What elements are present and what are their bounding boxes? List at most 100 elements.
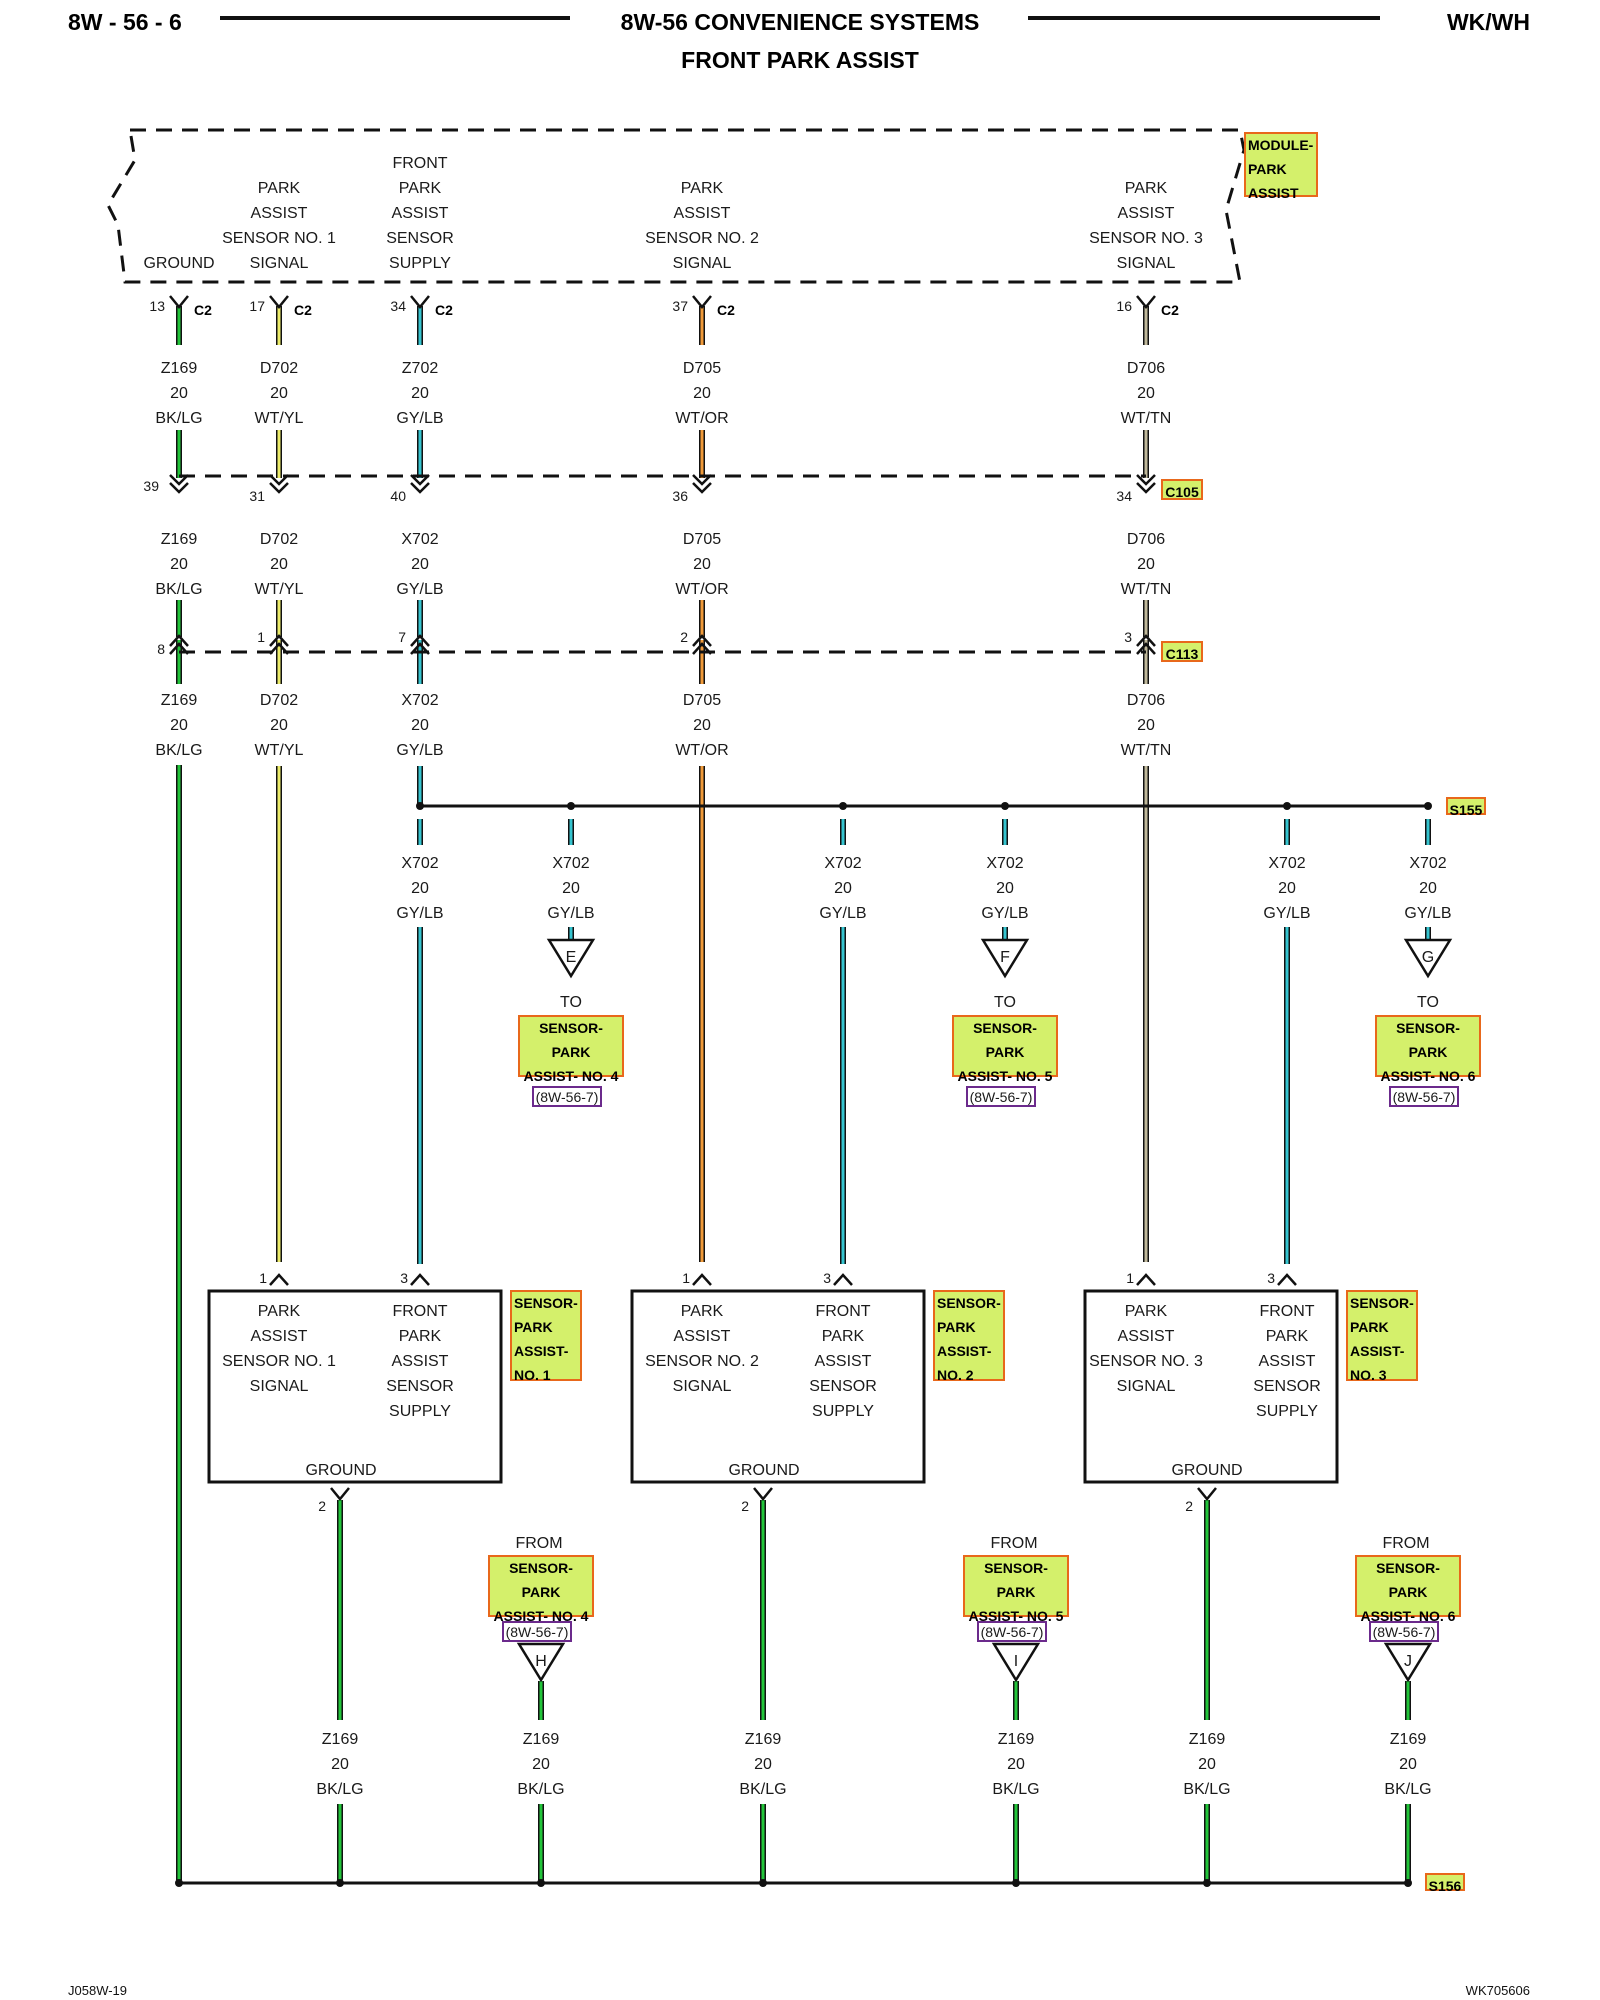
offpage-from-prefix: FROM — [515, 1535, 562, 1552]
sensor-supply-label: SENSOR — [386, 1378, 454, 1395]
splice-s156-dot — [1012, 1879, 1020, 1887]
sensor-supply-pin-number: 3 — [1267, 1270, 1275, 1286]
sensor-box — [207, 1289, 503, 1484]
c113-pin-number: 1 — [257, 629, 265, 645]
module-function-label: SENSOR NO. 2 — [645, 230, 759, 247]
sensor-box — [1083, 1289, 1339, 1484]
offpage-from-ref[interactable] — [977, 1621, 1047, 1642]
offpage-to-arrow-letter: E — [566, 949, 577, 966]
seg3-wire-label-circuit: D705 — [683, 692, 721, 709]
module-function-label: FRONT — [392, 155, 447, 172]
module-outline — [106, 128, 1246, 284]
sensor-name-tag-text: ASSIST- — [1350, 1343, 1405, 1359]
sensor-signal-label: SIGNAL — [1117, 1378, 1176, 1395]
splice-s155-dot — [416, 802, 424, 810]
sensor-signal-label: SENSOR NO. 3 — [1089, 1353, 1203, 1370]
c2-pin-fork — [692, 295, 712, 309]
sensor-supply-label: PARK — [822, 1328, 865, 1345]
offpage-to-arrow[interactable] — [1403, 938, 1453, 979]
splice-s156-dot — [759, 1879, 767, 1887]
offpage-to-prefix: TO — [560, 994, 582, 1011]
seg1-wire-label-color: WT/OR — [675, 410, 728, 427]
offpage-to-target — [518, 1015, 624, 1077]
supply-branch-label-circuit: X702 — [986, 855, 1023, 872]
sensor-signal-pin-number: 1 — [259, 1270, 267, 1286]
splice-s155-dot — [1424, 802, 1432, 810]
c113-pin-number: 3 — [1124, 629, 1132, 645]
c2-pin-number: 17 — [249, 298, 265, 314]
ground-branch-label-color: BK/LG — [517, 1781, 564, 1798]
c2-pin-fork — [169, 295, 189, 309]
splice-s156-dot — [537, 1879, 545, 1887]
c105-pin-number: 40 — [390, 488, 406, 504]
offpage-from-ref[interactable] — [1369, 1621, 1439, 1642]
offpage-from-target-text: SENSOR- — [1376, 1560, 1440, 1576]
c2-connector-label: C2 — [717, 302, 735, 318]
c2-connector-label: C2 — [194, 302, 212, 318]
supply-branch-label-color: GY/LB — [1263, 905, 1310, 922]
offpage-from-arrow[interactable] — [1383, 1642, 1433, 1683]
seg3-wire-label-circuit: Z169 — [161, 692, 198, 709]
sensor-supply-label: SUPPLY — [1256, 1403, 1318, 1420]
sensor-ground-label: GROUND — [305, 1462, 376, 1479]
ground-branch-label-circuit: Z169 — [745, 1731, 782, 1748]
offpage-to-ref[interactable] — [966, 1086, 1036, 1107]
offpage-from-target — [488, 1555, 594, 1617]
module-function-label: PARK — [681, 180, 724, 197]
offpage-from-ref[interactable] — [502, 1621, 572, 1642]
ground-branch-label-circuit: Z169 — [1189, 1731, 1226, 1748]
sensor-name-tag — [510, 1290, 582, 1381]
offpage-to-arrow[interactable] — [980, 938, 1030, 979]
footer-left-code: J058W-19 — [68, 1983, 127, 1998]
seg2-wire-label-color: WT/OR — [675, 581, 728, 598]
module-name-tag-text: MODULE- — [1248, 137, 1314, 153]
seg1-wire-label-gauge: 20 — [270, 385, 288, 402]
ground-branch-label-circuit: Z169 — [322, 1731, 359, 1748]
c105-tag — [1161, 479, 1203, 500]
module-function-label: SIGNAL — [673, 255, 732, 272]
sensor-supply-pin — [410, 1273, 430, 1286]
seg1-wire-label-circuit: D702 — [260, 360, 298, 377]
splice-s155-dot — [567, 802, 575, 810]
seg2-wire-label-gauge: 20 — [170, 556, 188, 573]
sensor-supply-label: ASSIST — [1259, 1353, 1316, 1370]
c105-chevron — [410, 474, 430, 494]
seg2-wire-label-circuit: D705 — [683, 531, 721, 548]
c2-pin-fork — [1136, 295, 1156, 309]
offpage-from-arrow-letter: I — [1014, 1653, 1018, 1670]
seg1-wire-label-circuit: Z702 — [402, 360, 439, 377]
supply-branch-label-circuit: X702 — [401, 855, 438, 872]
page-subtitle: FRONT PARK ASSIST — [681, 47, 919, 73]
sensor-supply-pin — [833, 1273, 853, 1286]
footer-right-code: WK705606 — [1466, 1983, 1530, 1998]
c113-caret — [410, 634, 430, 655]
offpage-to-ref[interactable] — [1389, 1086, 1459, 1107]
offpage-to-arrow-letter: F — [1000, 949, 1010, 966]
sensor-supply-label: PARK — [1266, 1328, 1309, 1345]
sensor-signal-pin — [692, 1273, 712, 1286]
seg3-wire-label-color: WT/YL — [255, 742, 304, 759]
offpage-to-target-text: SENSOR- — [1396, 1020, 1460, 1036]
sensor-signal-pin — [269, 1273, 289, 1286]
s156-tag-text: S156 — [1429, 1878, 1462, 1894]
sensor-signal-pin-number: 1 — [682, 1270, 690, 1286]
supply-branch-label-circuit: X702 — [824, 855, 861, 872]
c105-tag-text: C105 — [1165, 484, 1199, 500]
offpage-from-arrow[interactable] — [516, 1642, 566, 1683]
c105-pin-number: 39 — [143, 478, 159, 494]
sensor-supply-label: FRONT — [1259, 1303, 1314, 1320]
ground-branch-label-circuit: Z169 — [998, 1731, 1035, 1748]
ground-branch-label-color: BK/LG — [739, 1781, 786, 1798]
sensor-signal-label: ASSIST — [251, 1328, 308, 1345]
s155-tag — [1446, 797, 1486, 815]
supply-branch-label-gauge: 20 — [1278, 880, 1296, 897]
offpage-from-arrow[interactable] — [991, 1642, 1041, 1683]
ground-branch-label-gauge: 20 — [1198, 1756, 1216, 1773]
c105-chevron — [269, 474, 289, 494]
offpage-to-target-text: SENSOR- — [539, 1020, 603, 1036]
offpage-to-ref[interactable] — [532, 1086, 602, 1107]
sensor-name-tag-text: PARK — [514, 1319, 553, 1335]
offpage-to-ref-text: (8W-56-7) — [970, 1089, 1033, 1105]
offpage-to-arrow[interactable] — [546, 938, 596, 979]
